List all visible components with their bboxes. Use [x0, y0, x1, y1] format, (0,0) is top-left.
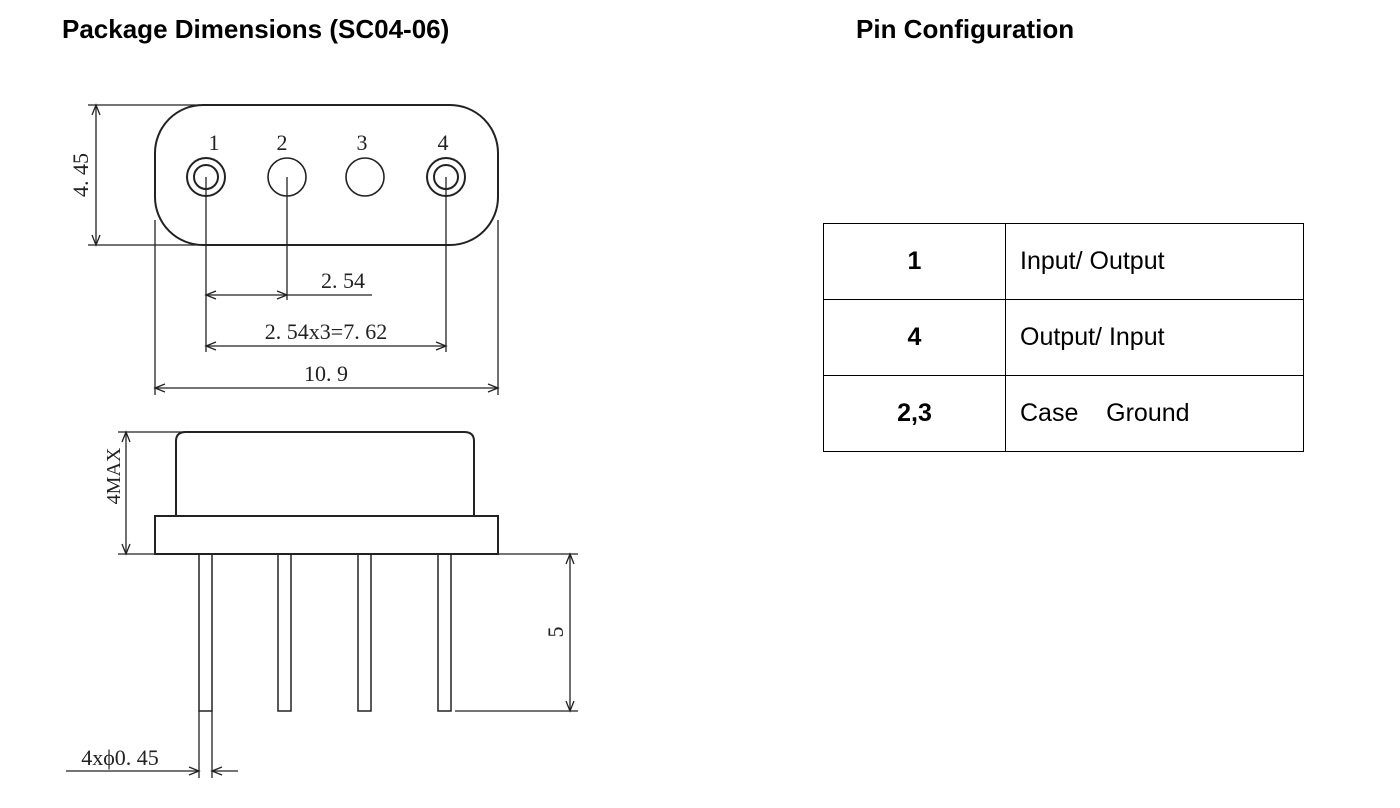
pin-3-circle [345, 157, 385, 197]
pin-label-4: 4 [438, 130, 449, 155]
width-dimension [153, 383, 500, 393]
pin-function-cell: Output/ Input [1005, 299, 1304, 376]
table-row: 1 Input/ Output [823, 223, 1304, 300]
pin-configuration-title: Pin Configuration [856, 14, 1075, 44]
pin-label-1: 1 [209, 130, 220, 155]
package-leads [198, 553, 452, 712]
max-height-dimension [118, 430, 200, 556]
lead-diameter-dimension [66, 711, 238, 778]
lead-diameter-dimension-label: 4xϕ0. 45 [81, 745, 159, 770]
pin-function-cell: Input/ Output [1005, 223, 1304, 300]
lead-length-dimension-label: 5 [543, 627, 568, 638]
height-dimension-label: 4. 45 [68, 153, 93, 197]
pin-number-cell: 4 [823, 299, 1006, 376]
pin-label-3: 3 [357, 130, 368, 155]
width-dimension-label: 10. 9 [304, 361, 348, 386]
package-side-base [154, 515, 499, 555]
pitch-dimension-label: 2. 54 [321, 268, 365, 293]
pin-label-2: 2 [277, 130, 288, 155]
span-dimension [204, 341, 448, 351]
package-dimensions-title: Package Dimensions (SC04-06) [62, 14, 450, 44]
height-dimension [88, 103, 200, 247]
package-side-body [175, 431, 475, 516]
lead-length-dimension [455, 552, 578, 713]
table-row: 4 Output/ Input [823, 299, 1304, 376]
span-dimension-label: 2. 54x3=7. 62 [265, 319, 387, 344]
package-top-outline [154, 104, 499, 246]
pin-configuration-table: 1 Input/ Output 4 Output/ Input 2,3 Case… [823, 223, 1304, 452]
pin-number-cell: 1 [823, 223, 1006, 300]
pin-extension-lines [154, 177, 499, 395]
package-drawing: 1 2 3 4 4. 45 2. 54 2. 54x3=7. 62 10. 9 [66, 103, 578, 778]
pitch-dimension [204, 290, 372, 300]
pin-function-cell: Case Ground [1005, 375, 1304, 452]
max-height-dimension-label: 4MAX [103, 447, 125, 504]
table-row: 2,3 Case Ground [823, 375, 1304, 452]
pin-number-cell: 2,3 [823, 375, 1006, 452]
